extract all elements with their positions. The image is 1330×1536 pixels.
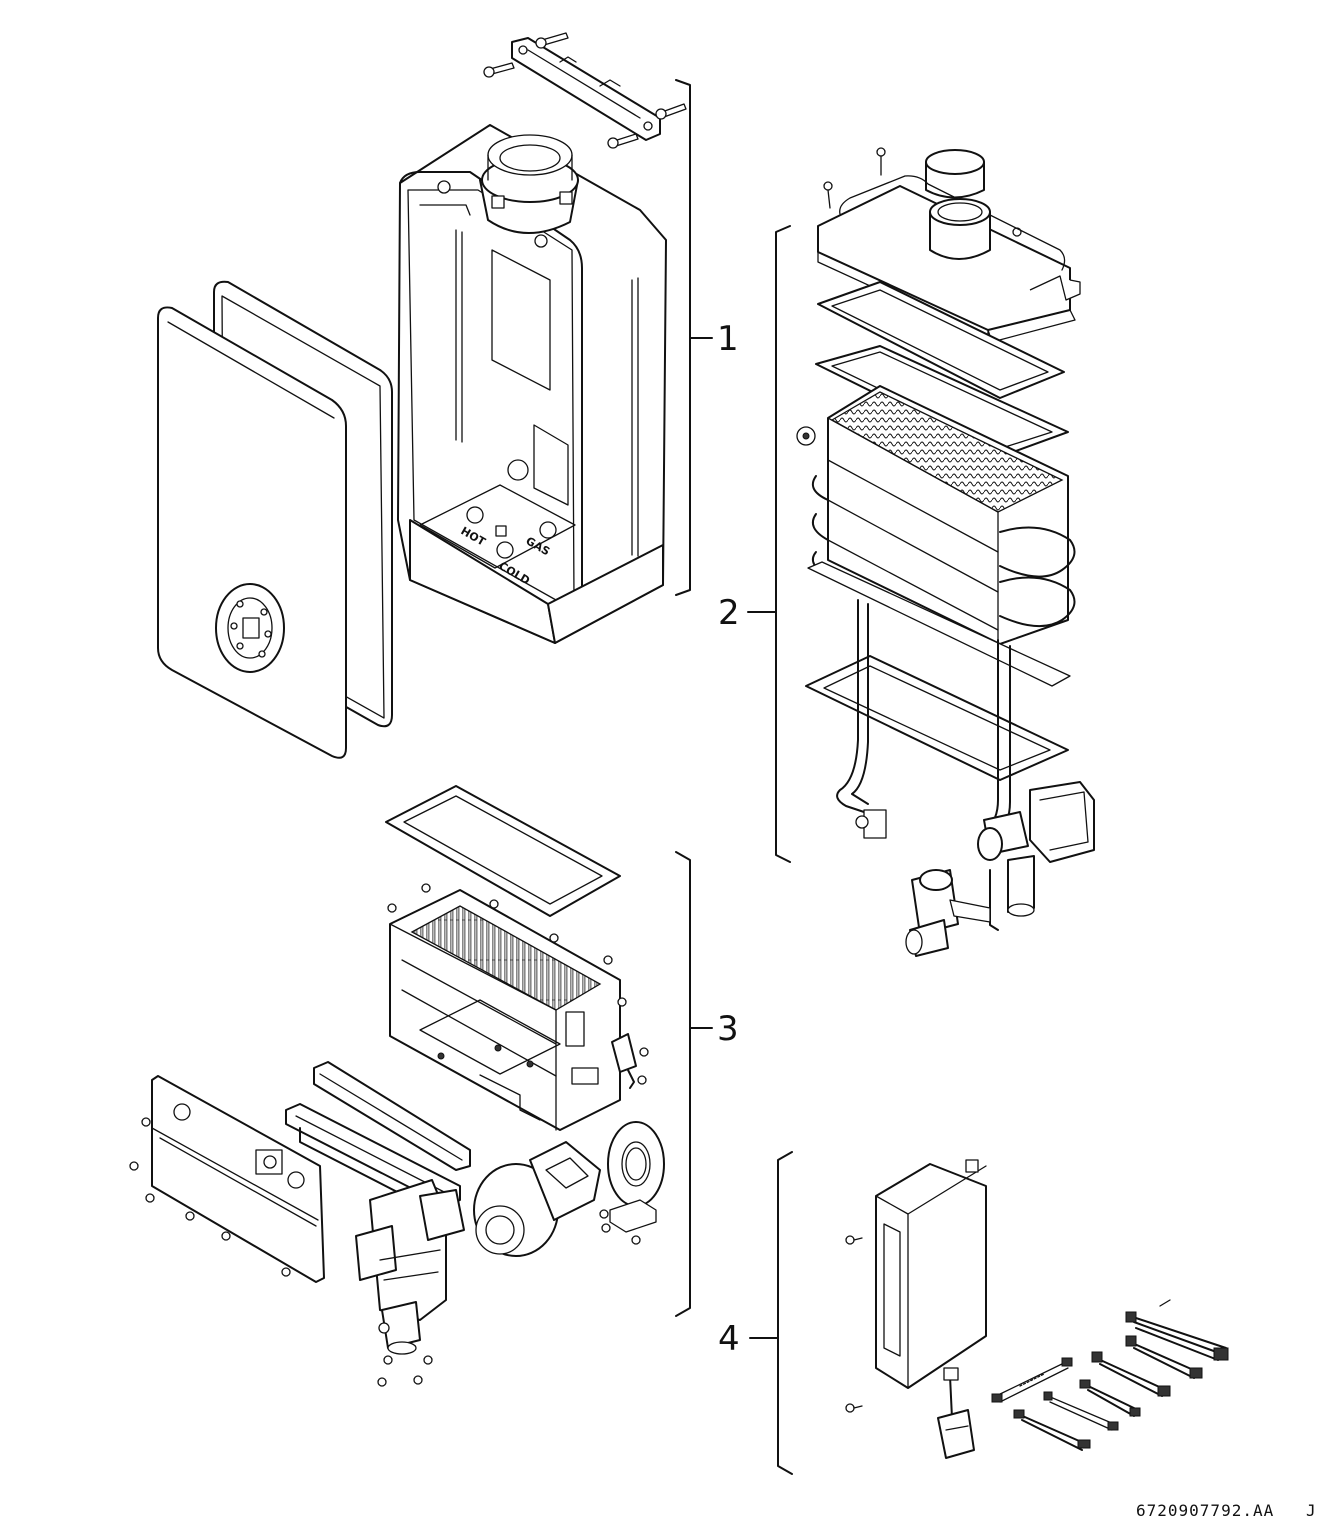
combustion-fan (473, 1141, 601, 1257)
document-id: 6720907792.AA (1136, 1501, 1274, 1520)
combustion-chamber (389, 889, 621, 1131)
group-1-label: 1 (717, 319, 739, 359)
chamber-screw (387, 903, 397, 913)
gas-valve-screw (413, 1375, 423, 1385)
cover-screw (145, 1193, 155, 1203)
cover-screw (221, 1231, 231, 1241)
flue-spigot (925, 149, 985, 199)
ignition-electrode (611, 1033, 649, 1089)
revision-letter: J (1306, 1501, 1317, 1520)
wall-screw (655, 103, 687, 120)
group-3-label: 3 (717, 1009, 739, 1049)
fan-gasket (607, 1121, 665, 1207)
group-3-burner: 3 (129, 785, 739, 1387)
chamber-screw (549, 933, 559, 943)
wall-screw (535, 32, 569, 49)
chamber-screw (489, 899, 499, 909)
group-1-bracket (675, 79, 713, 596)
wall-screw (483, 62, 515, 78)
water-pipes (836, 599, 1011, 839)
fan-screw (599, 1209, 609, 1219)
flue-hood-screw (823, 181, 833, 209)
rear-casing: HOT GAS COLD (397, 124, 667, 644)
cover-screw (185, 1211, 195, 1221)
group-4-electronics: 4 (718, 1151, 1229, 1475)
fan-bracket (609, 1199, 657, 1233)
wiring-harness (1091, 1351, 1171, 1397)
group-4-bracket (749, 1151, 793, 1475)
wiring-harness (991, 1357, 1073, 1403)
heat-exchanger (796, 385, 1076, 687)
combustion-cover-plate (151, 1075, 325, 1283)
group-2-heat-exchanger: 2 (718, 147, 1095, 957)
fan-screw (631, 1235, 641, 1245)
wiring-harness (1043, 1391, 1119, 1431)
chamber-screw (617, 997, 627, 1007)
gas-valve-screw (423, 1355, 433, 1365)
water-valve-assembly (905, 781, 1095, 957)
hood-gasket (817, 281, 1065, 399)
control-box (875, 1159, 987, 1389)
bottom-gasket (805, 655, 1069, 781)
control-box-screw (845, 1403, 863, 1413)
cover-screw (141, 1117, 151, 1127)
group-1-casing: HOT GAS COLD (157, 32, 739, 759)
wiring-harness (1079, 1379, 1141, 1417)
fan-screw (601, 1223, 611, 1233)
gas-valve (355, 1179, 465, 1355)
control-box-screw (845, 1235, 863, 1245)
group-3-bracket (675, 851, 713, 1317)
cover-screw (129, 1161, 139, 1171)
wiring-harness (1125, 1299, 1229, 1361)
wiring-harness (1125, 1335, 1203, 1379)
wiring-harness (1013, 1409, 1091, 1451)
chamber-screw (421, 883, 431, 893)
cable-plug (937, 1367, 975, 1459)
chamber-gasket (385, 785, 621, 917)
wall-bracket (511, 37, 661, 141)
chamber-screw (603, 955, 613, 965)
front-panel (157, 306, 347, 759)
group-2-bracket (747, 225, 791, 863)
flue-hood (817, 175, 1081, 343)
wall-screw (607, 133, 639, 149)
group-2-label: 2 (718, 593, 740, 633)
gas-valve-screw (383, 1355, 393, 1365)
gas-valve-screw (377, 1377, 387, 1387)
group-4-label: 4 (718, 1319, 740, 1359)
cover-screw (281, 1267, 291, 1277)
flue-hood-screw (876, 147, 886, 176)
flue-collar (479, 134, 579, 234)
